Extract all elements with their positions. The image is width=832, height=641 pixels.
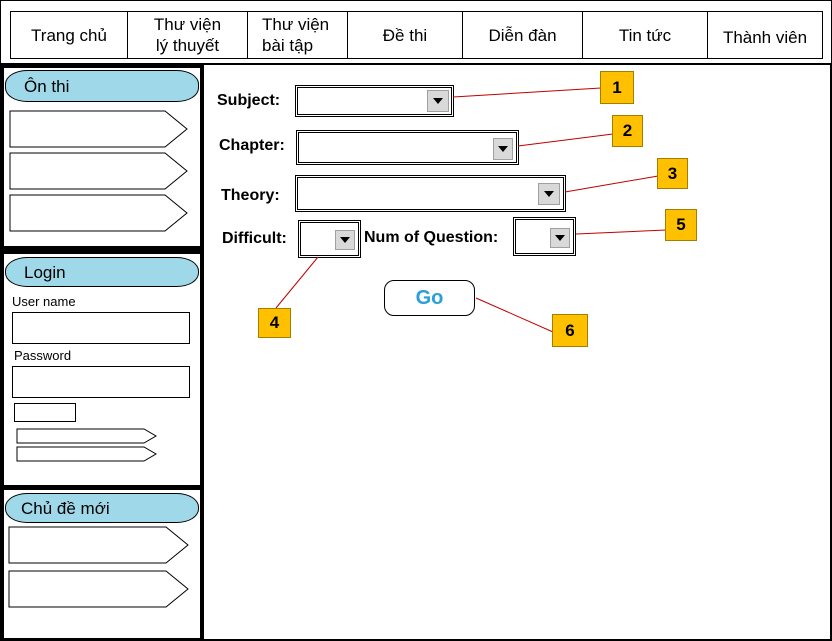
callout-badge-2: 2 xyxy=(612,115,643,147)
callout-badge-1: 1 xyxy=(600,71,634,104)
nav-label: Tin tức xyxy=(618,25,672,45)
nav-label: Thành viên xyxy=(722,27,808,47)
chapter-dropdown-button[interactable] xyxy=(493,138,513,160)
nav-label-line1: Thư viện xyxy=(262,15,330,34)
nav-bar: Trang chủ Thư viện lý thuyết Thư viện bà… xyxy=(10,11,823,59)
register-button[interactable] xyxy=(16,446,158,462)
username-label: User name xyxy=(12,294,76,309)
on-thi-item-3[interactable] xyxy=(9,194,189,232)
top-nav: Trang chủ Thư viện lý thuyết Thư viện bà… xyxy=(1,1,831,64)
on-thi-panel: Ôn thi xyxy=(3,67,201,247)
chapter-select[interactable] xyxy=(296,130,519,165)
triangle-down-icon xyxy=(498,146,508,152)
go-button[interactable]: Go xyxy=(384,280,475,316)
chu-de-moi-header: Chủ đề mới xyxy=(5,493,199,523)
on-thi-item-1[interactable] xyxy=(9,110,189,148)
difficult-label: Difficult: xyxy=(222,230,287,247)
on-thi-item-2[interactable] xyxy=(9,152,189,190)
login-title: Login xyxy=(24,263,66,282)
nav-label-line1: Thư viện xyxy=(153,15,222,34)
on-thi-title: Ôn thi xyxy=(24,77,70,96)
triangle-down-icon xyxy=(555,235,565,241)
nav-item-thu-vien-ly-thuyet[interactable]: Thư viện lý thuyết xyxy=(128,12,248,58)
chapter-label: Chapter: xyxy=(219,137,285,154)
nav-label: Đề thi xyxy=(382,25,428,45)
password-input[interactable] xyxy=(12,366,190,398)
subject-select[interactable] xyxy=(295,85,454,117)
chu-de-moi-item-1[interactable] xyxy=(8,526,190,564)
login-header: Login xyxy=(5,257,199,287)
nav-label-line2: lý thuyết xyxy=(155,36,220,55)
num-question-label: Num of Question: xyxy=(364,229,499,246)
num-question-dropdown-button[interactable] xyxy=(550,228,570,248)
nav-label-line2: bài tập xyxy=(262,36,314,55)
chu-de-moi-panel: Chủ đề mới xyxy=(3,489,201,639)
username-input[interactable] xyxy=(12,312,190,344)
nav-label: Trang chủ xyxy=(31,25,107,45)
num-question-select[interactable] xyxy=(513,217,576,256)
chu-de-moi-title: Chủ đề mới xyxy=(21,499,110,518)
callout-badge-5: 5 xyxy=(665,209,697,241)
theory-select[interactable] xyxy=(295,175,566,212)
triangle-down-icon xyxy=(340,237,350,243)
nav-item-trang-chu[interactable]: Trang chủ xyxy=(11,12,128,58)
nav-label: Diễn đàn xyxy=(488,25,557,45)
callout-badge-3: 3 xyxy=(657,158,688,189)
login-checkbox-field[interactable] xyxy=(14,403,76,422)
nav-item-thu-vien-bai-tap[interactable]: Thư viện bài tập xyxy=(248,12,348,58)
nav-item-thanh-vien[interactable]: Thành viên xyxy=(708,12,822,58)
nav-item-tin-tuc[interactable]: Tin tức xyxy=(583,12,708,58)
callout-badge-6: 6 xyxy=(552,314,588,347)
theory-label: Theory: xyxy=(221,187,280,204)
login-panel: Login User name Password xyxy=(3,253,201,486)
difficult-select[interactable] xyxy=(298,220,361,258)
password-label: Password xyxy=(14,348,72,363)
subject-dropdown-button[interactable] xyxy=(427,90,449,112)
triangle-down-icon xyxy=(544,191,554,197)
nav-item-de-thi[interactable]: Đề thi xyxy=(348,12,463,58)
chu-de-moi-item-2[interactable] xyxy=(8,570,190,608)
on-thi-header: Ôn thi xyxy=(5,70,199,102)
callout-badge-4: 4 xyxy=(258,308,291,338)
theory-dropdown-button[interactable] xyxy=(538,183,560,205)
subject-label: Subject: xyxy=(217,92,281,109)
nav-item-dien-dan[interactable]: Diễn đàn xyxy=(463,12,583,58)
triangle-down-icon xyxy=(433,98,443,104)
difficult-dropdown-button[interactable] xyxy=(335,230,355,250)
login-button[interactable] xyxy=(16,428,158,444)
